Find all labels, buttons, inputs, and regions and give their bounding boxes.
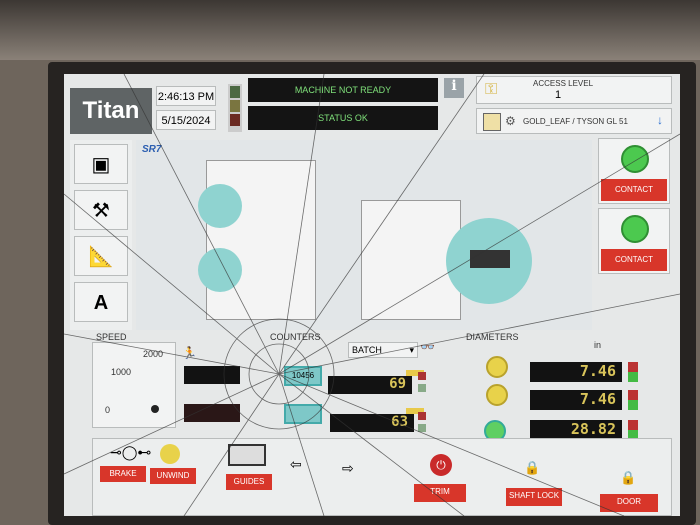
diameters-title: DIAMETERS — [466, 332, 519, 342]
diameter-status — [628, 362, 638, 382]
monitor-icon[interactable]: ▣ — [74, 144, 128, 184]
guides-button[interactable]: GUIDES — [226, 474, 272, 490]
speed-tick: 1000 — [111, 367, 132, 377]
chevron-down-icon: ▾ — [409, 345, 414, 355]
contact-button[interactable]: CONTACT — [601, 249, 667, 271]
unwind-button[interactable]: UNWIND — [150, 468, 196, 484]
counter-reset-button[interactable]: 10456 — [284, 366, 322, 386]
diameter-status — [628, 390, 638, 410]
counter-display-left-1 — [184, 366, 240, 384]
diameter-rewind: 28.82 — [530, 420, 622, 440]
status-stack-light — [228, 84, 242, 132]
diameters-unit: in — [594, 340, 602, 350]
runner-icon: 🏃 — [182, 346, 197, 360]
shaft-lock-button[interactable]: SHAFT LOCK — [506, 488, 562, 506]
lower-roll-icon — [486, 384, 508, 406]
roll-lower — [198, 248, 242, 292]
counter-reset-green[interactable] — [418, 384, 426, 392]
recipe-selector[interactable]: ⚙ GOLD_LEAF / TYSON GL 51 ↓ — [476, 108, 672, 134]
brake-button[interactable]: BRAKE — [100, 466, 146, 482]
upper-roll-icon — [486, 356, 508, 378]
speed-title: SPEED — [96, 332, 127, 342]
counter-mode-value: BATCH — [352, 345, 382, 355]
counter-value-1: 69 — [328, 376, 412, 394]
glasses-icon: 👓 — [420, 340, 435, 354]
machine-diagram: SR7 — [136, 140, 592, 330]
rewind-shaft — [470, 250, 510, 268]
diameter-upper: 7.46 — [530, 362, 622, 382]
counters-title: COUNTERS — [270, 332, 321, 342]
hmi-screen: Titan 2:46:13 PM 5/15/2024 MACHINE NOT R… — [64, 74, 680, 516]
access-level-value: 1 — [555, 89, 562, 101]
diameter-status — [628, 420, 638, 440]
counter-display-left-2 — [184, 404, 240, 422]
arrow-right-icon[interactable]: ⇨ — [342, 460, 354, 476]
speed-tick: 0 — [105, 405, 111, 415]
speed-tick: 2000 — [143, 349, 164, 359]
lock-icon: 🔒 — [524, 460, 541, 475]
unwind-icon — [160, 444, 180, 464]
counter-reset-button[interactable] — [284, 404, 322, 424]
power-icon: ⏻ — [430, 454, 452, 476]
brake-icon: ⊸◯⊷ — [110, 444, 152, 460]
contact-panel-1[interactable]: CONTACT — [598, 138, 670, 204]
clock-time: 2:46:13 PM — [156, 86, 216, 106]
contact-light-icon — [621, 215, 649, 243]
counter-mode-select[interactable]: BATCH ▾ — [348, 342, 418, 358]
contact-panel-2[interactable]: CONTACT — [598, 208, 670, 274]
tools-icon[interactable]: ⚒ — [74, 190, 128, 230]
access-level-panel[interactable]: ⚿ ACCESS LEVEL 1 — [476, 76, 672, 104]
wall — [0, 0, 700, 60]
key-icon: ⚿ — [485, 81, 498, 98]
info-icon[interactable]: i — [444, 78, 464, 98]
guides-icon — [228, 444, 266, 466]
titan-logo: Titan — [70, 88, 152, 134]
diameter-lower: 7.46 — [530, 390, 622, 410]
status-ok-display: STATUS OK — [248, 106, 438, 130]
text-size-icon[interactable]: A — [74, 282, 128, 322]
trim-button[interactable]: TRIM — [414, 484, 466, 502]
speed-indicator — [151, 405, 159, 413]
lock-icon: 🔒 — [620, 470, 637, 485]
model-label: SR7 — [142, 144, 162, 155]
arrow-left-icon[interactable]: ⇦ — [290, 456, 302, 472]
sidebar: ▣ ⚒ 📐 A — [70, 140, 132, 330]
access-level-label: ACCESS LEVEL — [533, 79, 594, 88]
counter-reset-red[interactable] — [418, 372, 426, 380]
counter-value-2: 63 — [330, 414, 414, 432]
contact-light-icon — [621, 145, 649, 173]
graph-icon[interactable]: 📐 — [74, 236, 128, 276]
counter-reset-green[interactable] — [418, 424, 426, 432]
machine-status-display: MACHINE NOT READY — [248, 78, 438, 102]
roll-upper — [198, 184, 242, 228]
door-button[interactable]: DOOR — [600, 494, 658, 512]
recipe-icon — [483, 113, 501, 131]
counter-reset-red[interactable] — [418, 412, 426, 420]
settings-icon: ⚙ — [505, 114, 516, 128]
clock-date: 5/15/2024 — [156, 110, 216, 130]
recipe-name: GOLD_LEAF / TYSON GL 51 — [523, 117, 628, 126]
arrow-down-icon[interactable]: ↓ — [657, 113, 663, 127]
contact-button[interactable]: CONTACT — [601, 179, 667, 201]
speed-gauge: 2000 1000 0 — [92, 342, 176, 428]
